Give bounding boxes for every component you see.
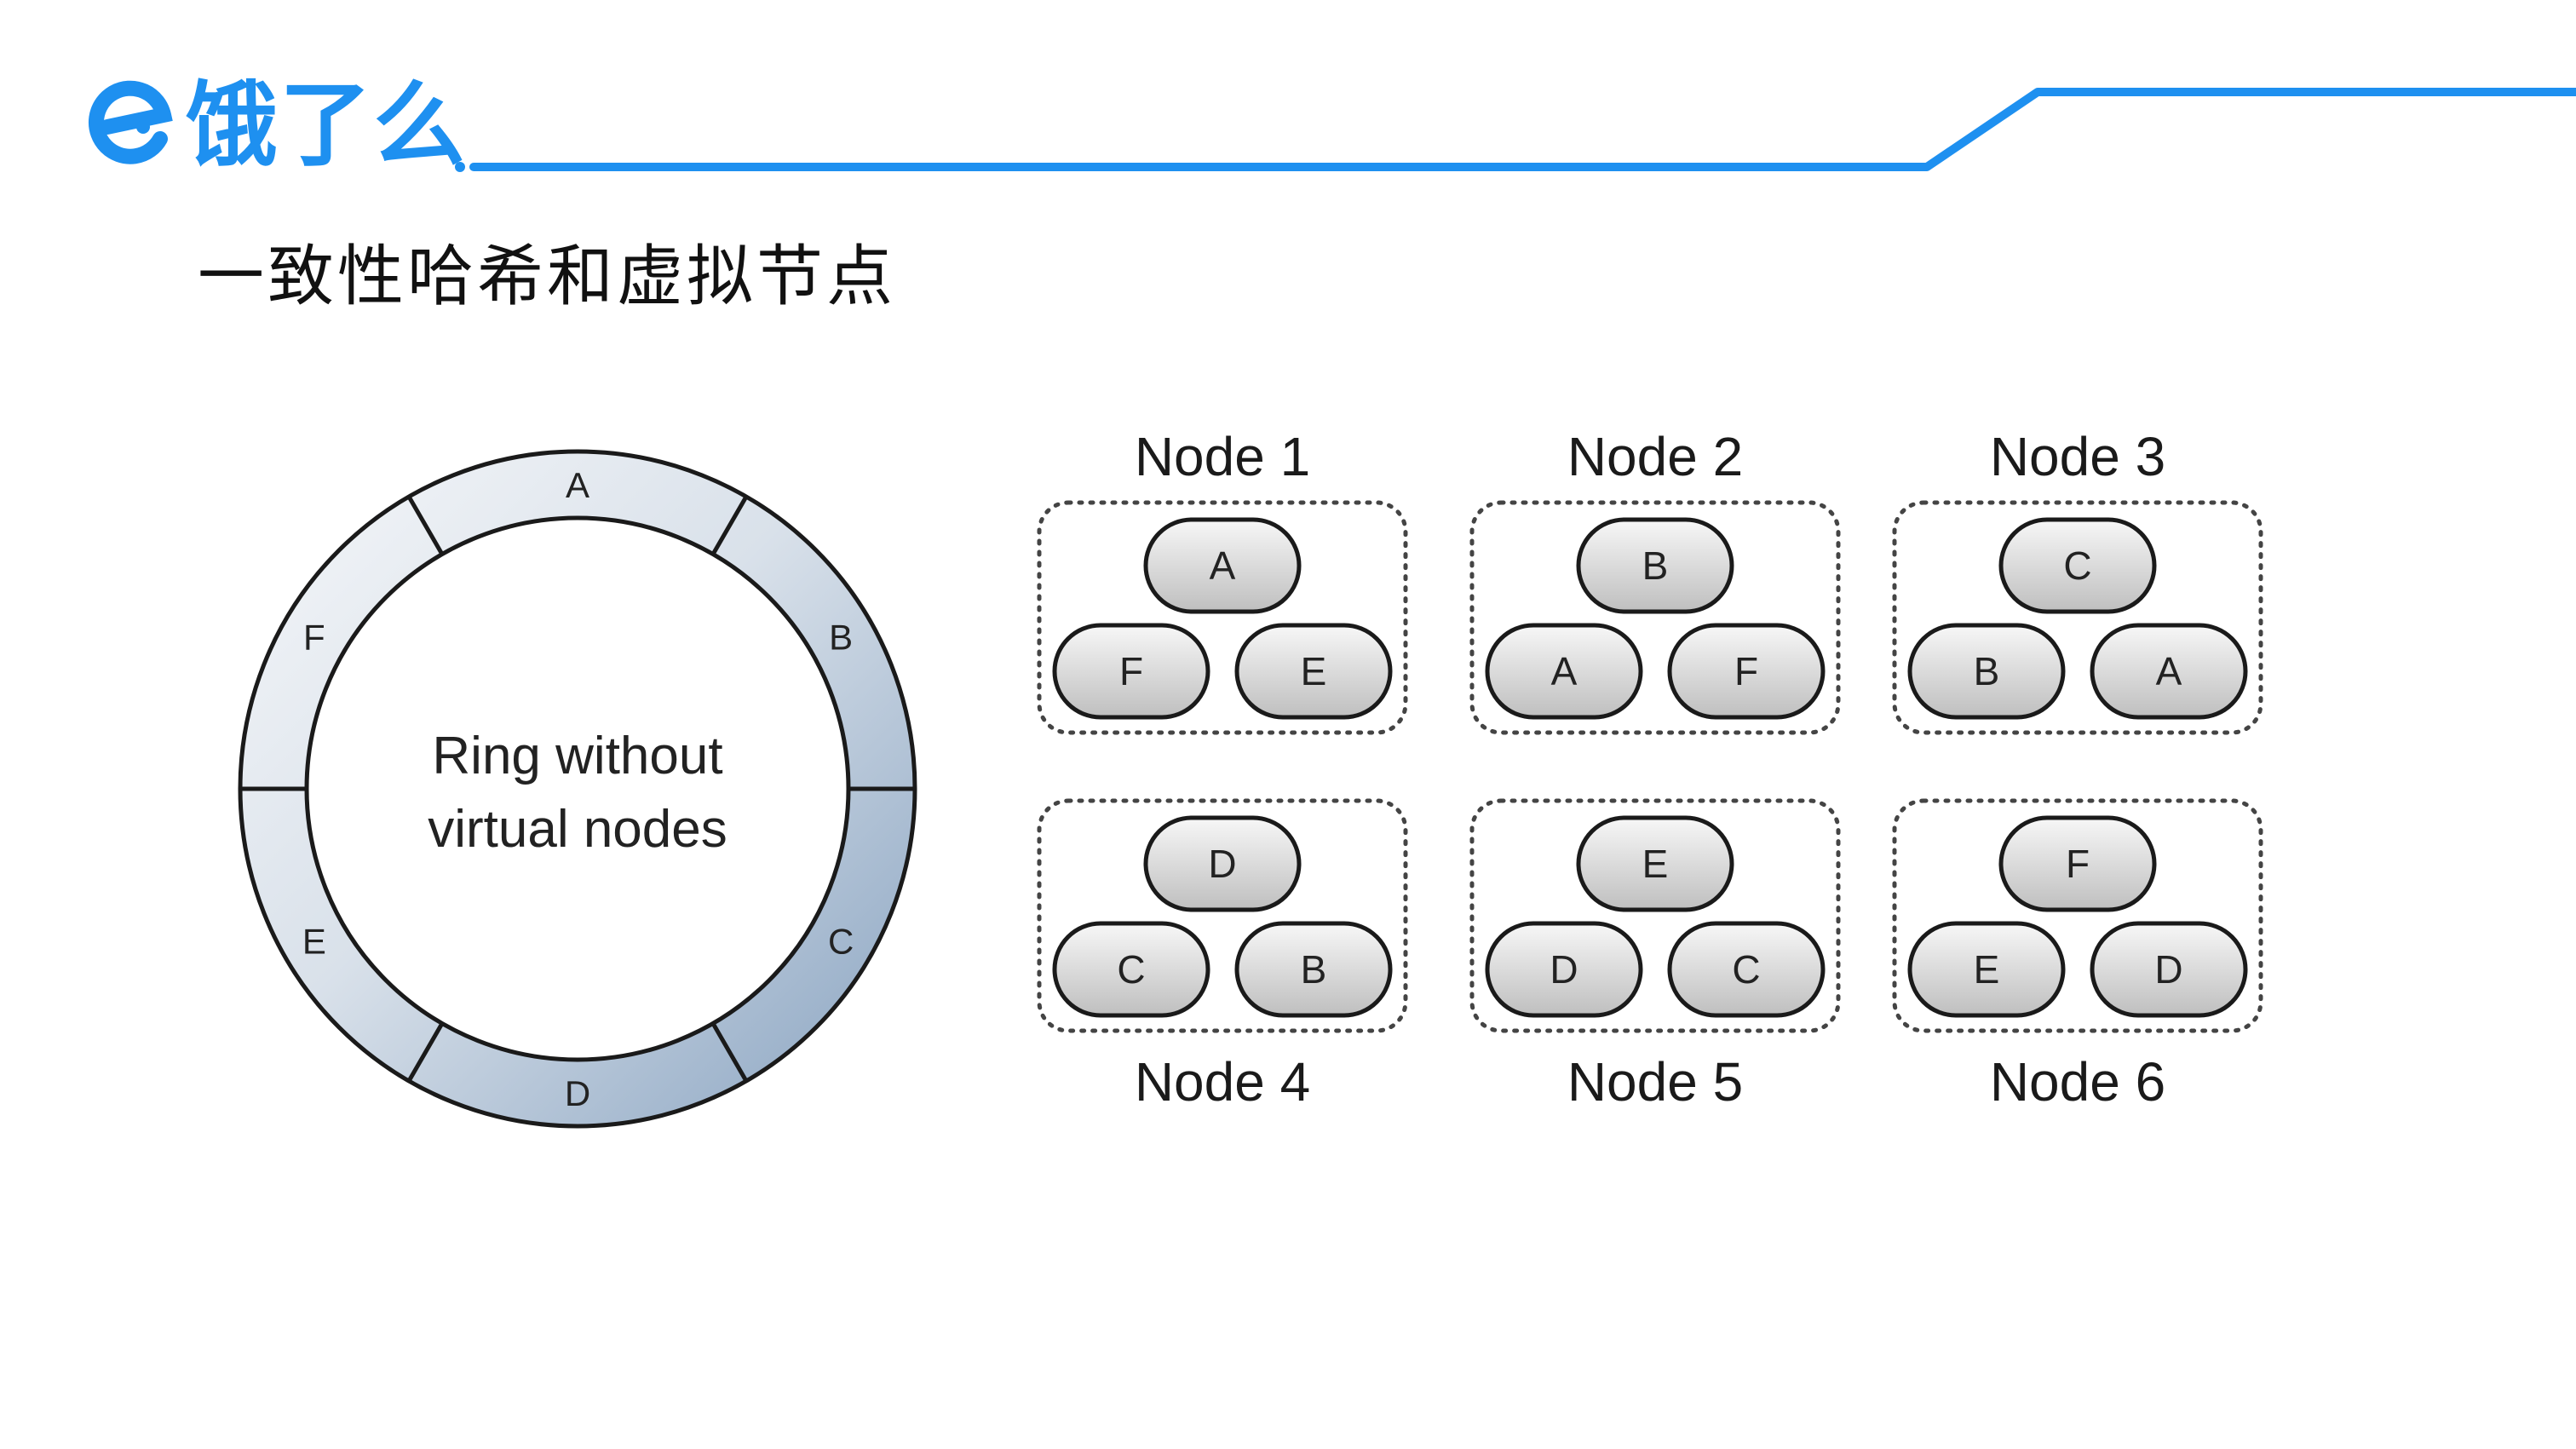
virtual-node-pill	[1907, 921, 2066, 1018]
ring-inner-edge	[304, 515, 851, 1062]
node-title: Node 4	[1135, 1051, 1310, 1113]
ring-center-line2: virtual nodes	[428, 800, 727, 859]
ring-segment-label: C	[828, 922, 854, 962]
virtual-node-label: C	[1732, 947, 1760, 992]
ring-segment-label: B	[829, 618, 853, 658]
virtual-node-pill	[2090, 921, 2248, 1018]
hash-ring: A B C D E F Ring without virtual nodes	[238, 449, 917, 1129]
virtual-node-label: C	[1117, 947, 1145, 992]
node-group: Node 4 D C B	[1037, 798, 1408, 1113]
virtual-node-label: F	[1734, 649, 1758, 693]
ring-divider	[406, 1022, 445, 1083]
virtual-node-pill	[1998, 815, 2157, 912]
virtual-node-pill	[1485, 921, 1643, 1018]
node-title: Node 6	[1990, 1051, 2165, 1113]
virtual-node-label: C	[2063, 543, 2091, 588]
logo-text: 饿了么	[186, 72, 468, 179]
virtual-node-label: D	[1208, 842, 1236, 886]
node-title: Node 1	[1135, 426, 1310, 487]
virtual-node-label: A	[1210, 543, 1236, 588]
node-group: Node 1 A F E	[1037, 426, 1408, 735]
virtual-node-pill	[1485, 623, 1643, 720]
virtual-node-label: E	[1642, 842, 1669, 886]
virtual-node-label: F	[1119, 649, 1143, 693]
virtual-node-pill	[1998, 517, 2157, 614]
node-title: Node 2	[1567, 426, 1743, 487]
node-group: Node 5 E D C	[1469, 798, 1841, 1113]
ring-segment-label: A	[566, 465, 589, 505]
virtual-node-pill	[1667, 921, 1826, 1018]
e-logo-icon	[89, 80, 173, 164]
virtual-node-pill	[1052, 623, 1210, 720]
virtual-node-label: B	[1642, 543, 1669, 588]
brand-logo: 饿了么	[82, 75, 467, 177]
ring-segment-label: F	[303, 618, 325, 658]
virtual-node-label: E	[1301, 649, 1327, 693]
virtual-node-pill	[1667, 623, 1826, 720]
virtual-node-label: D	[2154, 947, 2182, 992]
virtual-node-label: B	[1301, 947, 1327, 992]
node-title: Node 3	[1990, 426, 2165, 487]
node-group: Node 6 F E D	[1892, 798, 2263, 1113]
virtual-node-label: B	[1974, 649, 2000, 693]
ring-segment-label: E	[302, 922, 326, 962]
virtual-node-pill	[1234, 623, 1393, 720]
ring-divider	[710, 1022, 749, 1083]
virtual-node-pill	[1576, 815, 1734, 912]
header-divider-line	[455, 88, 2576, 172]
node-dotted-box	[1037, 798, 1408, 1033]
node-dotted-box	[1037, 500, 1408, 735]
virtual-node-label: E	[1974, 947, 2000, 992]
virtual-node-label: A	[2156, 649, 2182, 693]
ring-center-line1: Ring without	[432, 727, 722, 785]
node-group: Node 3 C B A	[1892, 426, 2263, 735]
node-dotted-box	[1469, 500, 1841, 735]
node-dotted-box	[1892, 500, 2263, 735]
ring-segment-label: D	[565, 1073, 590, 1113]
virtual-node-pill	[1907, 623, 2066, 720]
virtual-node-pill	[1143, 517, 1302, 614]
virtual-node-pill	[1234, 921, 1393, 1018]
ring-divider	[406, 495, 445, 555]
node-group: Node 2 B A F	[1469, 426, 1841, 735]
node-dotted-box	[1469, 798, 1841, 1033]
page-title: 一致性哈希和虚拟节点	[198, 239, 897, 315]
virtual-node-label: D	[1550, 947, 1578, 992]
virtual-node-pill	[1143, 815, 1302, 912]
node-title: Node 5	[1567, 1051, 1743, 1113]
virtual-node-label: F	[2066, 842, 2090, 886]
ring-divider	[710, 495, 749, 555]
virtual-node-pill	[1052, 921, 1210, 1018]
node-dotted-box	[1892, 798, 2263, 1033]
virtual-node-pill	[1576, 517, 1734, 614]
virtual-node-pill	[2090, 623, 2248, 720]
virtual-node-label: A	[1551, 649, 1578, 693]
